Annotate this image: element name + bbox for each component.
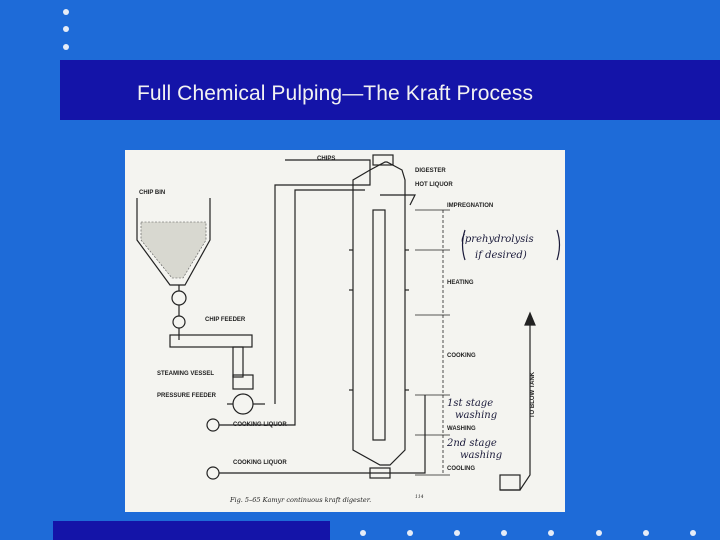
digester-vessel [352,161,406,466]
hot-liquor-arrow [380,194,416,206]
label-to-blow-tank: TO BLOW TANK [530,371,536,418]
bracket [461,229,466,261]
kamyr-digester-diagram: CHIPS DIGESTER HOT LIQUOR CHIP BIN IMPRE… [136,154,561,504]
decor-dot [63,9,69,15]
feeder-valve [171,290,187,306]
pump [206,466,220,480]
label-pressure-feeder: PRESSURE FEEDER [157,393,217,399]
cooking-liquor-line [219,189,365,426]
decor-dot [454,530,460,536]
figure-caption-ref: 114 [415,494,424,500]
slide-title: Full Chemical Pulping—The Kraft Process [137,82,534,105]
decor-dot [407,530,413,536]
label-steaming-vessel: STEAMING VESSEL [157,371,214,377]
blow-tank-arrow [524,311,536,326]
chip-texture [140,221,207,279]
chips-line [285,159,371,170]
feeder-valve [172,315,186,329]
decor-dot [690,530,696,536]
label-digester: DIGESTER [415,168,446,174]
label-washing: WASHING [447,426,476,432]
label-chips: CHIPS [317,156,335,162]
digester-top [372,154,394,166]
decor-dot [643,530,649,536]
note-second-stage-2: washing [460,450,502,461]
pump [206,418,220,432]
note-prehydrolysis-1: (prehydrolysis [461,234,534,245]
label-heating: HEATING [447,280,474,286]
blow-tank-line [500,325,531,491]
bottom-bar [53,521,330,540]
label-chip-bin: CHIP BIN [139,190,165,196]
decor-dot [596,530,602,536]
chip-feeder [169,334,253,348]
label-cooking-liquor-2: COOKING LIQUOR [233,460,287,466]
blow-outlet [369,467,391,479]
figure-caption: Fig. 5–65 Kamyr continuous kraft digeste… [229,496,371,504]
blow-box [499,474,521,491]
digester-figure: CHIPS DIGESTER HOT LIQUOR CHIP BIN IMPRE… [125,150,565,512]
label-cooking-liquor-1: COOKING LIQUOR [233,422,287,428]
note-prehydrolysis-2: if desired) [475,250,527,261]
bracket [556,229,561,261]
decor-dot [63,44,69,50]
steaming-vessel-box [232,374,254,390]
label-chip-feeder: CHIP FEEDER [205,317,246,323]
central-pipe [372,209,386,441]
note-first-stage-1: 1st stage [447,398,493,409]
steaming-vessel [232,346,244,378]
label-hot-liquor: HOT LIQUOR [415,182,453,188]
decor-dot [63,26,69,32]
feed-line [274,170,371,404]
label-cooking: COOKING [447,353,476,359]
label-cooling: COOLING [447,466,475,472]
decor-dot [360,530,366,536]
pressure-feeder [232,393,254,415]
label-impregnation: IMPREGNATION [447,203,493,209]
decor-dot [548,530,554,536]
cooking-liquor-line-2 [219,395,426,474]
title-bar: Full Chemical Pulping—The Kraft Process [60,60,720,120]
chip-bin [136,198,211,286]
note-first-stage-2: washing [455,410,497,421]
note-second-stage-1: 2nd stage [446,438,497,449]
decor-dot [501,530,507,536]
